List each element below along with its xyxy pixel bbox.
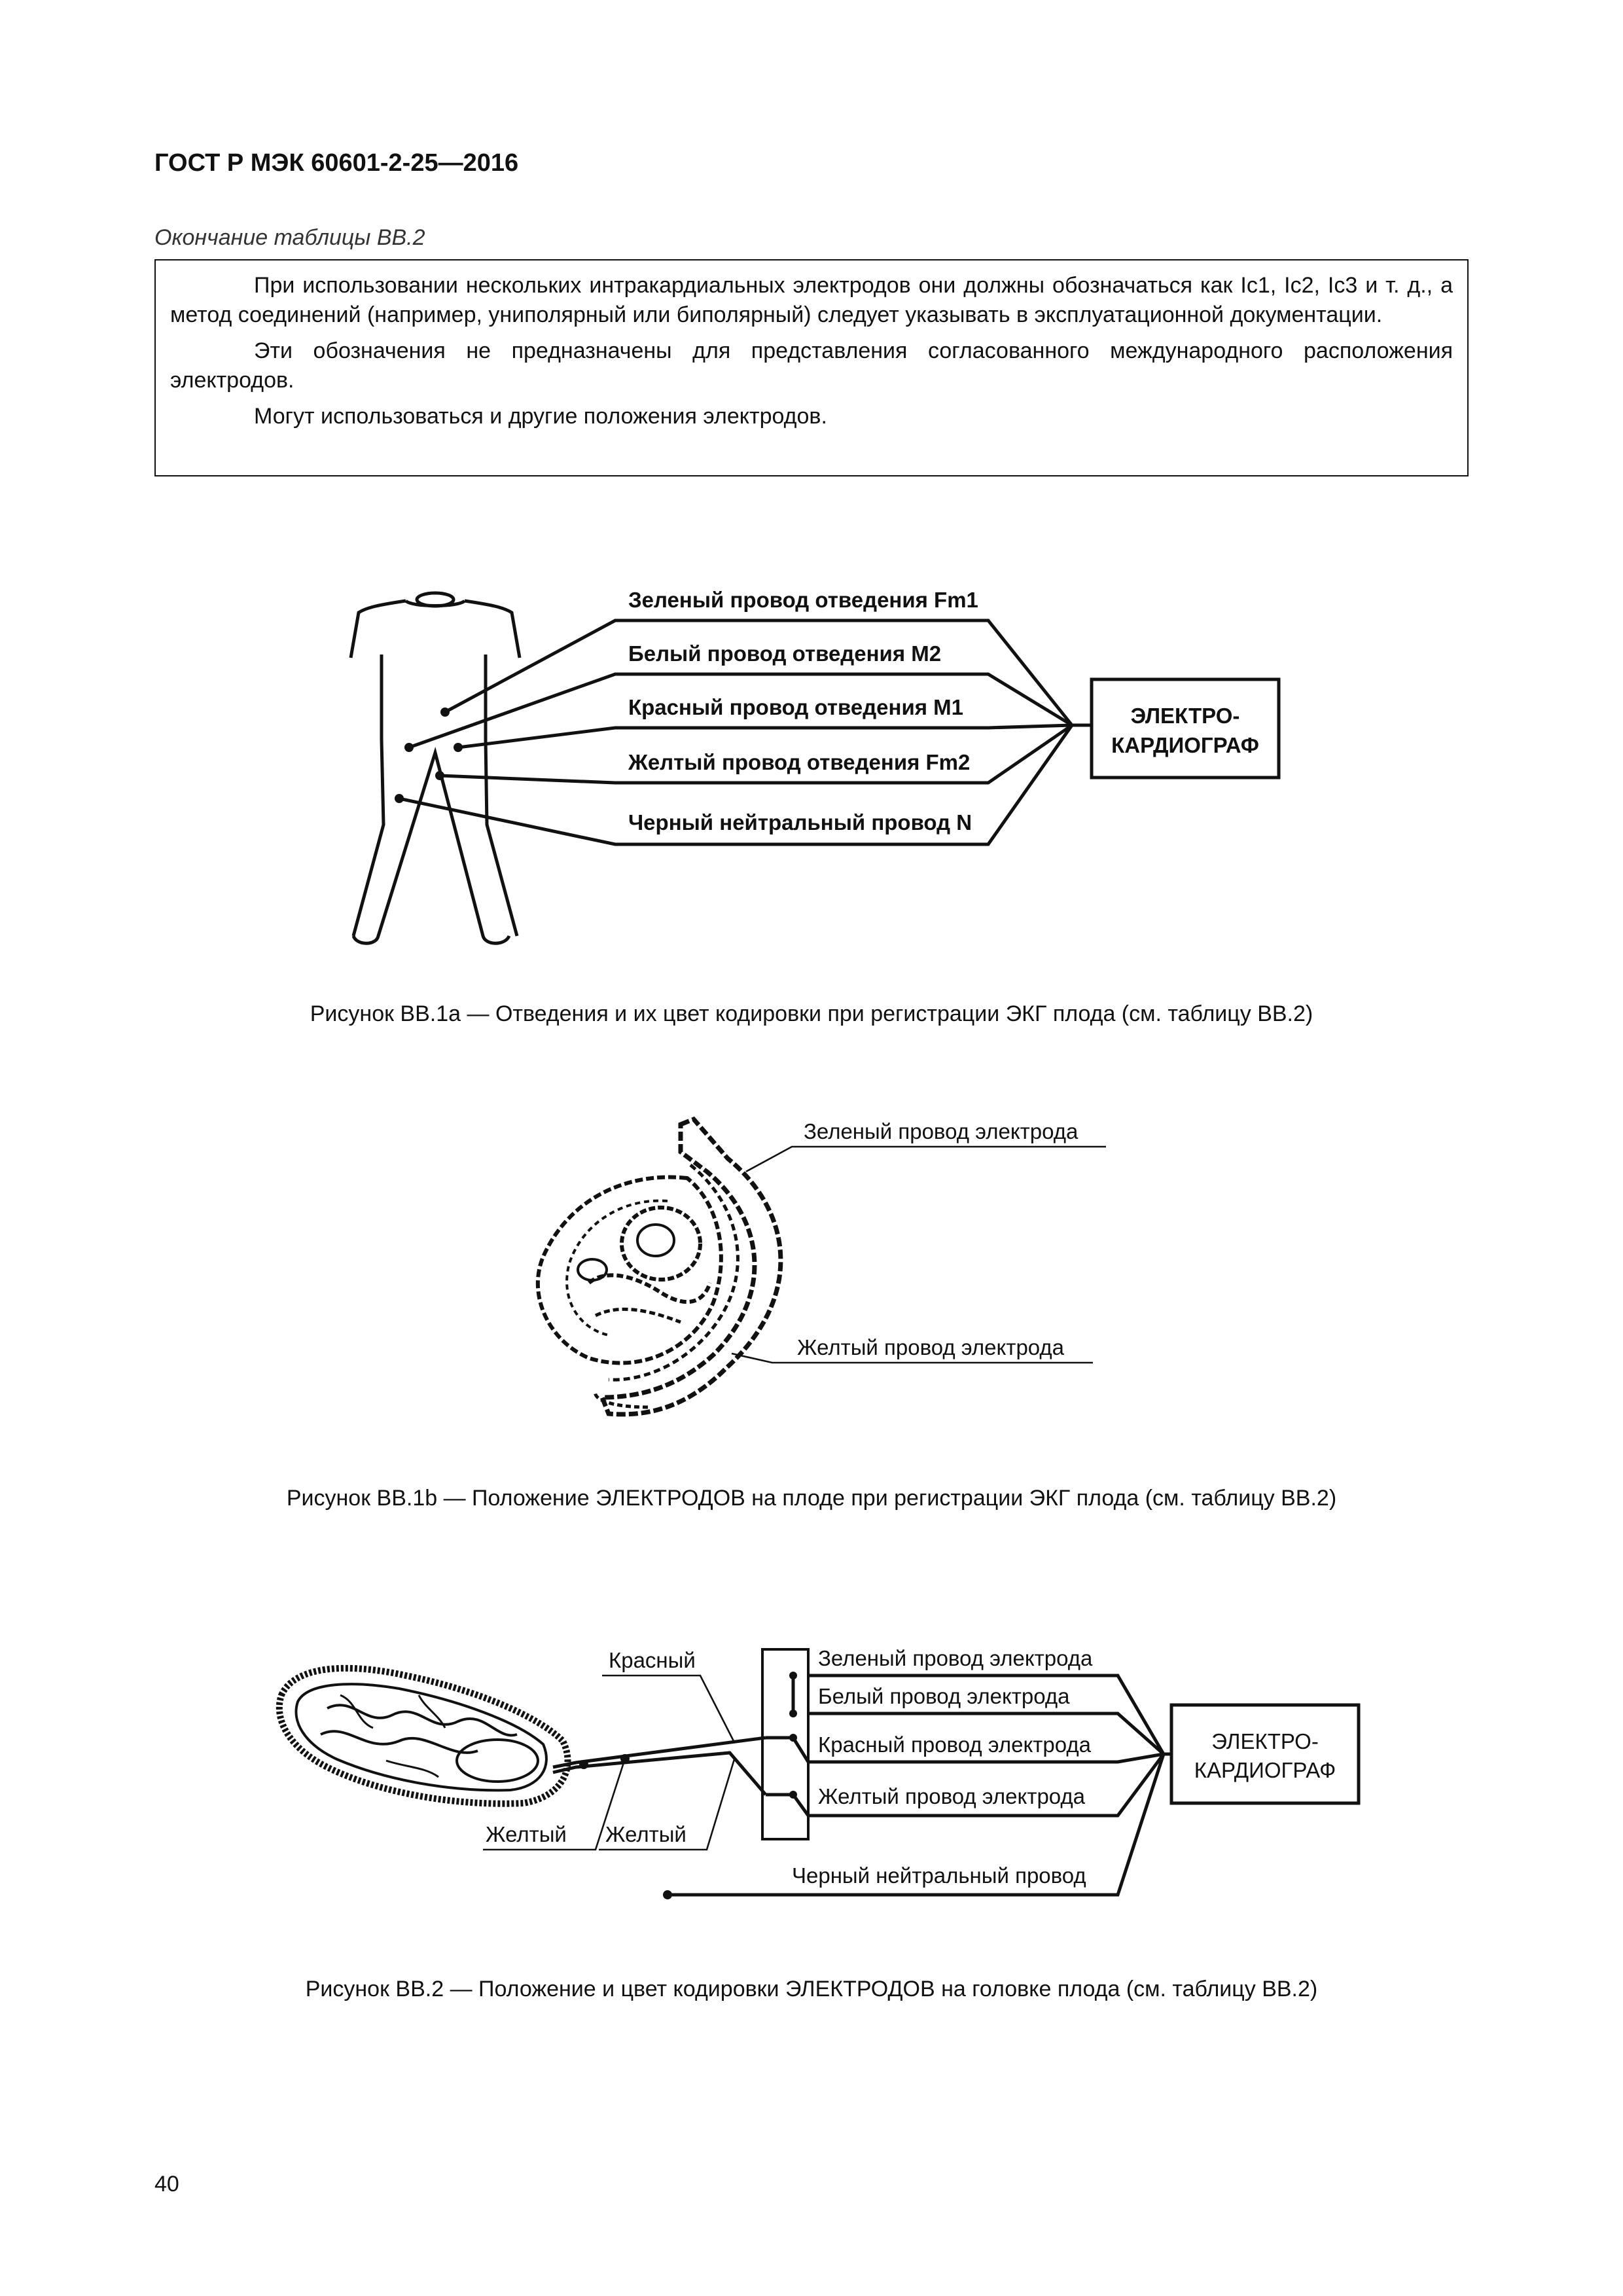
figure-1a-diagram: Зеленый провод отведения Fm1 Белый прово…: [349, 588, 1281, 945]
ecg-device-label-line1: ЭЛЕКТРО-: [1131, 704, 1240, 728]
yellow-output-wire: [808, 1753, 1166, 1818]
green-electrode-leader: [745, 1145, 1106, 1173]
figure-2-caption: Рисунок ВВ.2 — Положение и цвет кодировк…: [305, 1977, 1318, 2001]
neutral-wire: [668, 1753, 1166, 1897]
yellow-electrode-leader: [731, 1352, 1093, 1364]
page-number: 40: [154, 2172, 179, 2197]
yellow-leader-1: [483, 1758, 626, 1851]
wire-label-yellow: Желтый провод электрода: [818, 1784, 1086, 1808]
document-header: ГОСТ Р МЭК 60601-2-25—2016: [154, 149, 519, 177]
ecg-device-label-line2: КАРДИОГРАФ: [1111, 733, 1259, 757]
label-yellow-2: Желтый: [605, 1822, 687, 1846]
body-outline: [349, 591, 522, 945]
yellow-electrode-label: Желтый провод электрода: [797, 1335, 1065, 1359]
figure-1b-diagram: Зеленый провод электрода Желтый провод э…: [535, 1116, 1106, 1417]
wire-label-white: Белый провод электрода: [818, 1684, 1070, 1708]
body-electrodes: [395, 708, 463, 803]
red-leader: [602, 1674, 736, 1743]
wire-label-red: Красный провод электрода: [818, 1732, 1092, 1757]
lead-label-fm2: Желтый провод отведения Fm2: [628, 750, 970, 774]
ecg-device-box-2: [1169, 1703, 1361, 1805]
figure-1a-caption: Рисунок ВВ.1а — Отведения и их цвет коди…: [310, 1001, 1313, 1026]
ecg-device-2-label-line1: ЭЛЕКТРО-: [1211, 1729, 1319, 1753]
lead-label-n: Черный нейтральный провод N: [628, 810, 972, 834]
lead-label-m1: Красный провод отведения М1: [628, 695, 963, 719]
note-paragraph-2: Эти обозначения не предназначены для пре…: [170, 338, 1453, 393]
wire-label-neutral: Черный нейтральный провод: [792, 1863, 1086, 1888]
label-red: Красный: [609, 1648, 696, 1672]
red-output-wire: [808, 1752, 1164, 1764]
note-paragraph-3: Могут использоваться и другие положения …: [254, 404, 827, 429]
connector-block: [761, 1648, 810, 1840]
wire-label-green: Зеленый провод электрода: [818, 1646, 1093, 1670]
lead-label-m2: Белый провод отведения М2: [628, 641, 941, 666]
ecg-device-box: [1090, 677, 1281, 780]
lead-wires: [399, 619, 1092, 846]
table-continuation-caption: Окончание таблицы ВВ.2: [154, 225, 425, 250]
figure-2-diagram: Красный Желтый Желтый Зеленый провод эле…: [276, 1646, 1361, 1899]
label-yellow-1: Желтый: [486, 1822, 567, 1846]
fetus-in-uterus-drawing: [535, 1116, 783, 1417]
green-output-wire: [808, 1674, 1166, 1755]
ecg-device-2-label-line2: КАРДИОГРАФ: [1194, 1758, 1336, 1782]
white-output-wire: [808, 1712, 1165, 1755]
green-electrode-label: Зеленый провод электрода: [804, 1119, 1079, 1143]
yellow-electrode-wire: [552, 1751, 767, 1796]
red-electrode-wire: [552, 1736, 766, 1769]
note-paragraph-1: При использовании нескольких интракардиа…: [170, 273, 1453, 327]
yellow-leader-2: [599, 1759, 736, 1851]
table-note-box: При использовании нескольких интракардиа…: [154, 259, 1469, 476]
lead-label-fm1: Зеленый провод отведения Fm1: [628, 588, 978, 612]
fetal-head-drawing: [276, 1664, 571, 1807]
connector-contacts: [789, 1672, 810, 1817]
figure-1b-caption: Рисунок ВВ.1b — Положение ЭЛЕКТРОДОВ на …: [286, 1486, 1337, 1511]
